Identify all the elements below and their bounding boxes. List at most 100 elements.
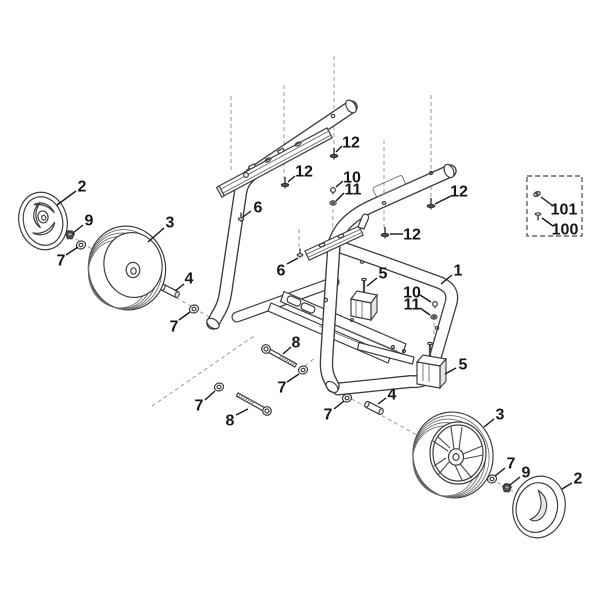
part-number-4: 4 bbox=[185, 271, 194, 288]
channel-bracket-upper bbox=[215, 127, 334, 199]
washer-7 bbox=[188, 304, 200, 314]
screw-12c bbox=[426, 198, 436, 210]
wheel-spokes bbox=[432, 426, 484, 481]
part-number-9: 9 bbox=[85, 213, 94, 230]
axle-pin-left bbox=[160, 283, 180, 299]
callout-leader-9 bbox=[72, 224, 84, 234]
tube-foot-cap bbox=[206, 317, 220, 330]
callout-leader-100 bbox=[541, 217, 554, 227]
callout-leader-3 bbox=[483, 418, 495, 428]
screw-6b bbox=[296, 248, 304, 258]
frame-hole bbox=[359, 260, 365, 264]
screw-100 bbox=[534, 212, 542, 221]
part-number-1: 1 bbox=[454, 263, 463, 280]
tray-slot bbox=[300, 302, 316, 314]
part-number-12: 12 bbox=[403, 227, 421, 244]
callout-leader-2 bbox=[561, 482, 573, 490]
tube-foot-cap bbox=[325, 380, 339, 394]
part-number-12: 12 bbox=[450, 184, 468, 201]
clip-5a bbox=[349, 277, 379, 322]
part-number-100: 100 bbox=[552, 222, 579, 239]
nut-11-right bbox=[430, 314, 438, 320]
washer-7 bbox=[213, 382, 225, 392]
bracket-hole bbox=[243, 172, 250, 179]
hub-hole bbox=[452, 453, 460, 462]
clip-stud bbox=[427, 341, 433, 346]
screw-10-right bbox=[431, 300, 439, 309]
frame-right-handle-tube bbox=[319, 163, 457, 394]
hubcap-left bbox=[18, 191, 68, 251]
hubcap-right bbox=[512, 475, 566, 539]
nut-9-left bbox=[65, 230, 75, 240]
tray-slot bbox=[286, 295, 302, 307]
tube-end-cap bbox=[443, 163, 455, 179]
part-number-6: 6 bbox=[277, 263, 286, 280]
callout-leader-12 bbox=[335, 145, 343, 153]
part-number-2: 2 bbox=[78, 179, 87, 196]
part-number-11: 11 bbox=[404, 297, 421, 314]
callout-leader-8 bbox=[282, 346, 292, 355]
part-number-7: 7 bbox=[324, 407, 333, 424]
part-number-3: 3 bbox=[496, 407, 505, 424]
callout-leader-1 bbox=[440, 274, 453, 285]
hub-hole bbox=[130, 267, 137, 275]
part-number-7: 7 bbox=[507, 456, 516, 473]
callout-leader-12 bbox=[287, 175, 296, 183]
strip-hole bbox=[401, 348, 407, 354]
callout-leader-4 bbox=[377, 397, 387, 405]
clip-stud bbox=[361, 277, 367, 282]
part-number-7: 7 bbox=[195, 398, 204, 415]
part-number-9: 9 bbox=[522, 465, 531, 482]
tube-hole bbox=[323, 297, 329, 303]
part-number-5: 5 bbox=[459, 357, 468, 374]
nut-9-right bbox=[502, 483, 512, 493]
handle-grip-cap bbox=[345, 99, 357, 114]
frame-mounting-strip bbox=[356, 341, 415, 365]
part-number-4: 4 bbox=[388, 387, 397, 404]
clip-5b bbox=[415, 341, 448, 390]
inset-box bbox=[526, 175, 583, 237]
screw-12d bbox=[380, 227, 390, 239]
callout-leader-4 bbox=[174, 283, 185, 292]
callout-leader-7 bbox=[286, 373, 300, 383]
part-number-7: 7 bbox=[170, 319, 179, 336]
part-number-2: 2 bbox=[574, 471, 583, 488]
callout-leader-101 bbox=[540, 196, 554, 207]
wheel-hub bbox=[125, 261, 141, 279]
part-number-10: 10 bbox=[403, 285, 421, 302]
frame-hole bbox=[434, 325, 440, 331]
bolt-8b bbox=[235, 392, 272, 416]
bracket-slot bbox=[264, 157, 272, 163]
callout-leader-7 bbox=[333, 400, 345, 410]
tube-sleeve bbox=[372, 175, 406, 197]
part-number-6: 6 bbox=[254, 200, 263, 217]
part-number-11: 11 bbox=[345, 182, 362, 199]
part-number-5: 5 bbox=[379, 266, 388, 283]
washer-7 bbox=[341, 393, 353, 403]
callout-leader-9 bbox=[509, 476, 521, 486]
screw-12a bbox=[329, 148, 339, 160]
part-number-7: 7 bbox=[57, 253, 66, 270]
tube-hole bbox=[330, 113, 336, 119]
callout-leader-7 bbox=[65, 246, 79, 256]
tube-hole bbox=[428, 170, 434, 176]
callout-leader-7 bbox=[204, 390, 216, 401]
washer-7 bbox=[486, 474, 498, 484]
callout-leader-8 bbox=[235, 408, 249, 416]
callout-leader-6 bbox=[242, 210, 252, 218]
part-number-12: 12 bbox=[342, 135, 360, 152]
bracket-slot bbox=[337, 233, 345, 239]
callout-leader-7 bbox=[494, 467, 506, 477]
part-number-8: 8 bbox=[226, 413, 235, 430]
part-number-101: 101 bbox=[551, 202, 578, 219]
screw-12b bbox=[280, 177, 290, 189]
washer-101 bbox=[533, 191, 541, 197]
axle-pin-right bbox=[364, 400, 384, 416]
callout-leader-3 bbox=[147, 227, 165, 243]
callout-leader-11 bbox=[419, 307, 431, 316]
callout-leader-10 bbox=[335, 180, 344, 188]
tube-hole bbox=[381, 201, 387, 206]
